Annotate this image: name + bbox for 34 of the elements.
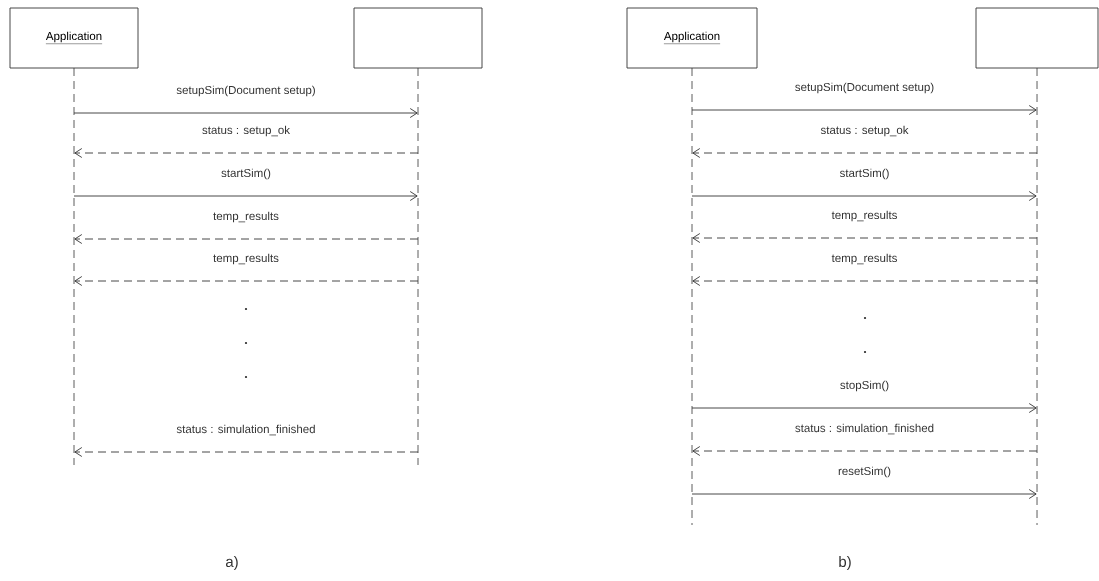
- edge-label: setupSim(Document setup): [175, 84, 317, 98]
- edge-label: temp_results: [212, 252, 280, 266]
- message-arrow: [74, 234, 419, 244]
- panel-label: a): [226, 556, 238, 570]
- message-arrow: [74, 447, 419, 457]
- message-arrow: [691, 403, 1037, 413]
- message-arrow: [691, 105, 1037, 115]
- message-arrow: [692, 233, 1038, 243]
- message-arrow: [74, 276, 419, 286]
- edge-label: status : simulation_finished: [793, 422, 936, 436]
- edge-label: setupSim(Document setup): [793, 81, 936, 95]
- message-arrow: [692, 446, 1038, 456]
- edge-label: status : simulation_finished: [175, 423, 317, 437]
- edge-label: status : setup_ok: [201, 124, 291, 138]
- edge-label: startSim(): [220, 167, 272, 181]
- edge-label: temp_results: [212, 210, 280, 224]
- message-arrow: [691, 191, 1037, 201]
- edge-label: stopSim(): [838, 379, 891, 393]
- message-arrow: [691, 489, 1037, 499]
- message-arrow: [692, 276, 1038, 286]
- edge-label: resetSim(): [837, 465, 893, 479]
- message-arrow: [73, 108, 418, 118]
- object-lifeline: Application: [626, 7, 758, 526]
- message-arrow: [73, 191, 418, 201]
- message-arrow: [74, 148, 419, 158]
- object-lifeline: [353, 7, 483, 466]
- edge-label: status : setup_ok: [819, 124, 910, 138]
- object-lifeline: Application: [9, 7, 139, 466]
- message-arrow: [692, 148, 1038, 158]
- panel-label: b): [839, 556, 851, 570]
- edge-label: startSim(): [838, 167, 891, 181]
- edge-label: temp_results: [830, 252, 899, 266]
- edge-label: temp_results: [830, 209, 899, 223]
- object-lifeline: [975, 7, 1099, 526]
